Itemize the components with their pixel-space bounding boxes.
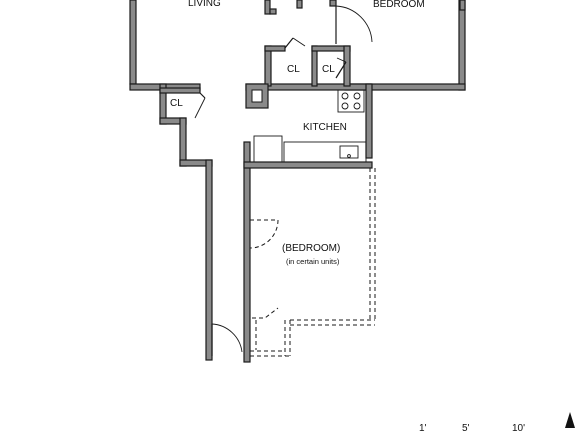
top-partition-d xyxy=(329,0,337,7)
closet-block xyxy=(264,37,351,87)
scale-mark-5: 5' xyxy=(462,423,470,432)
closet-divider xyxy=(311,45,318,87)
closet-left-wall xyxy=(264,45,272,87)
kitchen-right-wall xyxy=(365,83,373,159)
stove xyxy=(337,89,365,113)
optional-bedroom xyxy=(249,168,376,357)
sink xyxy=(339,145,359,159)
living-left-wall xyxy=(129,0,137,85)
living-label: LIVING xyxy=(188,0,221,9)
optional-bedroom-label: (BEDROOM) xyxy=(282,243,340,254)
kitchen-left-wall xyxy=(243,141,251,363)
bedroom-label: BEDROOM xyxy=(373,0,425,10)
top-right-stub xyxy=(459,0,466,11)
kitchen-counter xyxy=(283,141,367,163)
scale-mark-1: 1' xyxy=(419,423,427,432)
closet-label-1: CL xyxy=(287,64,300,75)
upper-walls xyxy=(129,0,466,91)
top-partition-b xyxy=(269,8,277,15)
bedroom-right-wall xyxy=(458,0,466,91)
closet-right-wall xyxy=(343,45,351,87)
bedroom-door xyxy=(335,5,373,44)
closet-label-3: CL xyxy=(170,98,183,109)
optional-bedroom-note: (in certain units) xyxy=(286,257,340,266)
top-partition-c xyxy=(296,0,303,9)
kitchen-label: KITCHEN xyxy=(303,122,347,133)
kitchen-bottom-wall xyxy=(243,161,373,169)
scale-bar: 1' 5' 10' xyxy=(419,423,525,432)
closet-label-2: CL xyxy=(322,64,335,75)
hallway-walls xyxy=(159,83,243,361)
hall-left-long-wall xyxy=(205,159,213,361)
scale-mark-10: 10' xyxy=(512,423,525,432)
north-arrow-icon xyxy=(565,412,575,428)
kitchen-area xyxy=(243,83,373,363)
hall-outer-wall-2 xyxy=(179,117,187,167)
top-partition-a xyxy=(264,0,271,15)
kitchen-upper-corner xyxy=(245,83,269,109)
refrigerator xyxy=(253,135,283,163)
